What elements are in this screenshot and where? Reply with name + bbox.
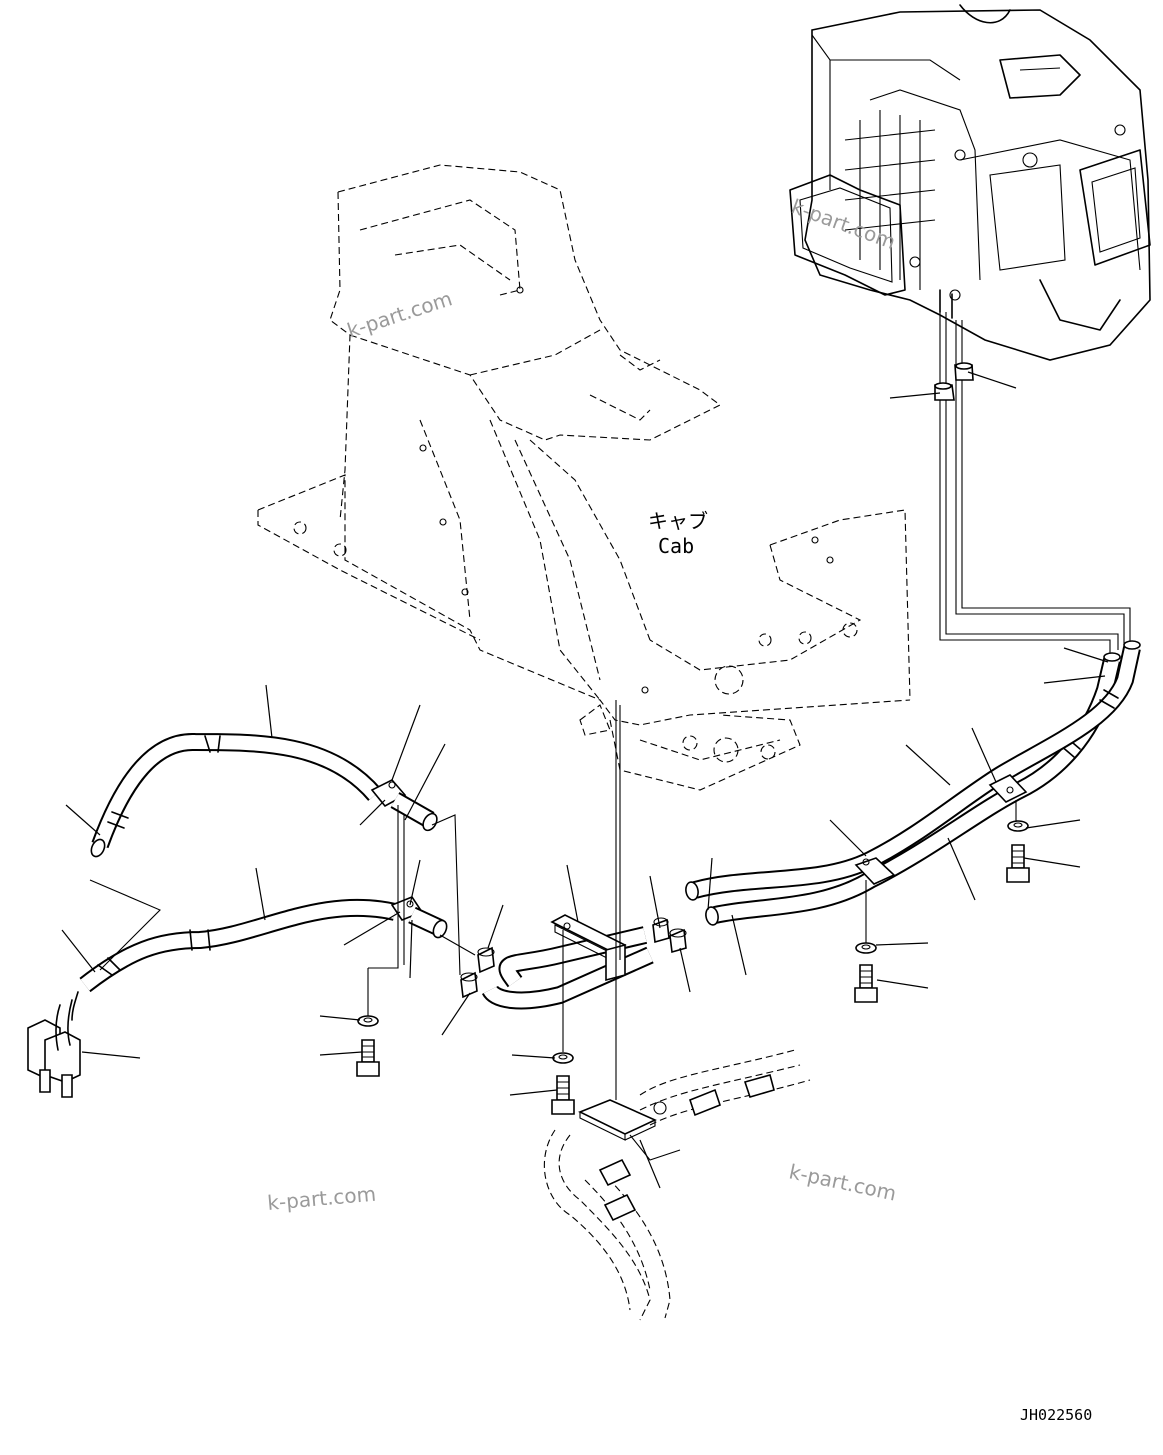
hose-clamp-center-3 <box>652 917 670 944</box>
washer-right-lower <box>855 942 877 954</box>
bolt-right-upper <box>1006 844 1030 883</box>
hvac-pipe-phantom <box>939 312 1131 655</box>
drawing-id: JH022560 <box>1020 1406 1092 1424</box>
hose-right-lower <box>685 640 1141 901</box>
hose-clamp-upper-right <box>954 362 974 381</box>
washer-left <box>357 1015 379 1027</box>
assembly-guide-lines-right <box>865 800 1017 945</box>
hose-left-lower <box>79 896 448 993</box>
hose-clamp-center-1 <box>477 946 495 974</box>
center-tube-assembly <box>481 914 654 1010</box>
hose-right-upper <box>705 652 1121 926</box>
assembly-guide-lines-left <box>89 805 476 1020</box>
watermark-4: k-part.com <box>787 1159 899 1205</box>
hose-clamp-upper-left <box>934 382 955 401</box>
cab-label-jp: キャブ <box>648 509 708 533</box>
hose-left-upper <box>90 733 438 858</box>
valve-fitting-left <box>27 991 81 1098</box>
hose-clamp-center-4 <box>669 928 687 954</box>
bolt-right-lower <box>854 964 878 1003</box>
cab-label-en: Cab <box>658 534 694 558</box>
washer-right-upper <box>1007 820 1029 832</box>
cab-frame <box>257 164 911 791</box>
bolt-center <box>551 1075 575 1115</box>
watermark-3: k-part.com <box>266 1182 377 1215</box>
mounting-plate-lower <box>578 1099 657 1141</box>
assembly-guide-lines-center <box>562 700 621 1100</box>
hose-clamp-right-2 <box>988 774 1028 803</box>
watermark-1: k-part.com <box>344 286 455 342</box>
hose-clamp-right-1 <box>854 857 896 885</box>
cab-label: キャブ Cab <box>648 509 708 558</box>
air-conditioner-unit <box>789 4 1151 361</box>
washer-center <box>552 1052 574 1064</box>
hose-clamp-center-2 <box>460 971 478 999</box>
bolt-left <box>356 1039 380 1077</box>
lower-hoses-phantom <box>543 1049 811 1321</box>
callout-leader-lines <box>61 371 1109 1189</box>
